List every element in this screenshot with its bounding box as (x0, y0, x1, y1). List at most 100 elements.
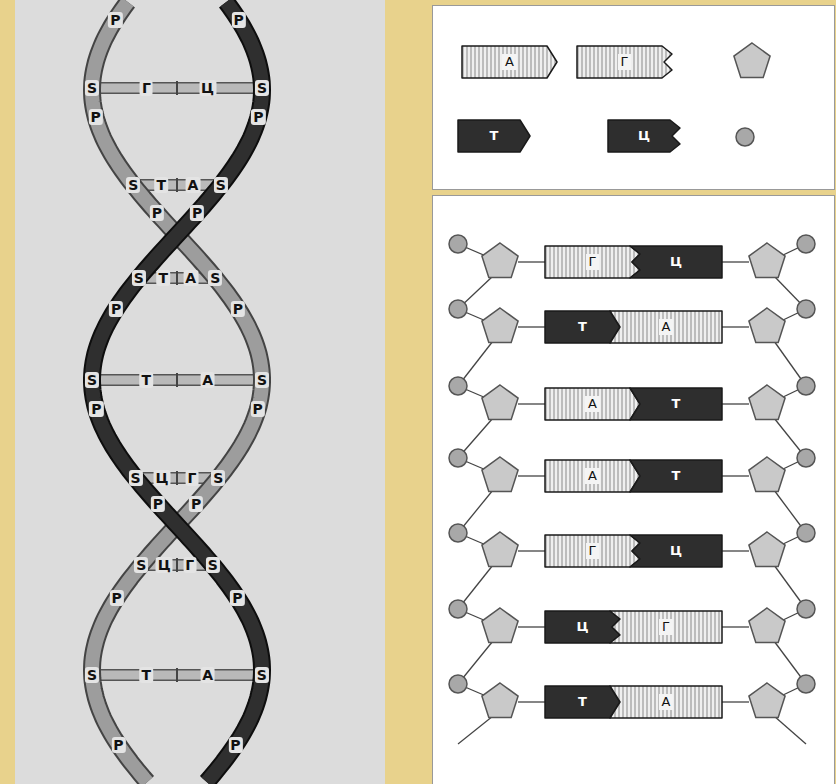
piece-outline (610, 611, 722, 643)
sugar-pentagon (482, 683, 518, 717)
piece-body: Ц (545, 611, 620, 643)
pyrimidine-piece: Ц (630, 535, 722, 567)
backbone-label: P (232, 12, 246, 28)
piece-body: Т (630, 460, 722, 492)
drawing-stroke (722, 475, 749, 476)
base-letter: Г (618, 54, 632, 70)
backbone-label: S (85, 372, 99, 388)
pyrimidine-piece: Т (458, 120, 530, 152)
sugar-pentagon (482, 608, 518, 642)
base-letter: А (659, 319, 674, 335)
strand-dark (92, 2, 262, 782)
drawing-stroke (722, 403, 749, 404)
phosphate-circle (449, 675, 467, 693)
drawing-stroke (518, 701, 545, 702)
backbone-label: P (231, 301, 245, 317)
base-letter: Т (154, 177, 168, 193)
phosphate-circle (797, 675, 815, 693)
backbone-label: S (134, 557, 148, 573)
piece-body: Г (545, 535, 640, 567)
backbone-label: S (206, 557, 220, 573)
strand-dark (92, 2, 262, 782)
base-letter: А (183, 270, 198, 286)
base-letter: Ц (573, 619, 591, 635)
hydrogen-bond (176, 178, 178, 192)
sugar-pentagon (734, 43, 770, 77)
backbone-label: P (150, 205, 164, 221)
base-letter: Г (659, 619, 673, 635)
backbone-label: S (211, 470, 225, 486)
piece-body: Г (577, 46, 672, 78)
phosphate-circle (797, 600, 815, 618)
hydrogen-bond (176, 271, 178, 285)
piece-outline (545, 246, 640, 278)
piece-outline (610, 686, 722, 718)
piece-body: Т (545, 686, 620, 718)
drawing-stroke (518, 475, 545, 476)
purine-piece: А (610, 311, 722, 343)
backbone-label: P (108, 12, 122, 28)
backbone-label: S (129, 470, 143, 486)
base-letter: Т (157, 270, 171, 286)
sugar-pentagon (482, 243, 518, 277)
backbone-label: S (208, 270, 222, 286)
purine-piece: Г (545, 535, 640, 567)
phosphate-circle (449, 600, 467, 618)
pyrimidine-piece: Ц (630, 246, 722, 278)
base-letter: Т (140, 372, 154, 388)
base-letter: А (200, 372, 215, 388)
sugar-pentagon (482, 385, 518, 419)
backbone-label: P (111, 737, 125, 753)
backbone-label: P (109, 301, 123, 317)
piece-outline (462, 46, 557, 78)
piece-body: Т (630, 388, 722, 420)
sugar-pentagon (749, 683, 785, 717)
piece-body: А (545, 388, 640, 420)
pyrimidine-piece: Т (545, 311, 620, 343)
sugar-pentagon (749, 385, 785, 419)
piece-body: Т (458, 120, 530, 152)
piece-body: А (610, 686, 722, 718)
piece-outline (545, 535, 640, 567)
phosphate-circle (449, 449, 467, 467)
phosphate-circle (449, 524, 467, 542)
piece-body: Ц (608, 120, 680, 152)
piece-outline (545, 611, 620, 643)
backbone-label: P (251, 401, 265, 417)
piece-outline (545, 460, 640, 492)
sugar-pentagon (482, 308, 518, 342)
purine-piece: А (545, 460, 640, 492)
piece-outline (610, 311, 722, 343)
phosphate-circle (797, 524, 815, 542)
piece-body: Т (545, 311, 620, 343)
backbone-label: P (190, 205, 204, 221)
phosphate-circle (797, 377, 815, 395)
backbone-label: P (109, 590, 123, 606)
piece-outline (545, 686, 620, 718)
phosphate-circle (797, 300, 815, 318)
piece-body: Г (610, 611, 722, 643)
base-letter: Ц (667, 543, 685, 559)
sugar-pentagon (749, 532, 785, 566)
piece-outline (458, 120, 530, 152)
pyrimidine-piece: Т (545, 686, 620, 718)
drawing-stroke (518, 403, 545, 404)
purine-piece: А (610, 686, 722, 718)
backbone-label: P (228, 737, 242, 753)
base-pair-bar (92, 374, 262, 386)
backbone-label: P (251, 109, 265, 125)
phosphate-circle (449, 235, 467, 253)
piece-body: А (545, 460, 640, 492)
pyrimidine-piece: Т (630, 460, 722, 492)
piece-outline (630, 246, 722, 278)
piece-outline (630, 388, 722, 420)
base-letter: А (502, 54, 517, 70)
drawing-stroke (518, 550, 545, 551)
base-letter: Г (140, 80, 153, 96)
sugar-pentagon (749, 308, 785, 342)
backbone-label: P (151, 496, 165, 512)
pyrimidine-piece: Ц (608, 120, 680, 152)
phosphate-circle (736, 128, 754, 146)
base-letter: А (185, 177, 200, 193)
drawing-stroke (458, 716, 493, 744)
